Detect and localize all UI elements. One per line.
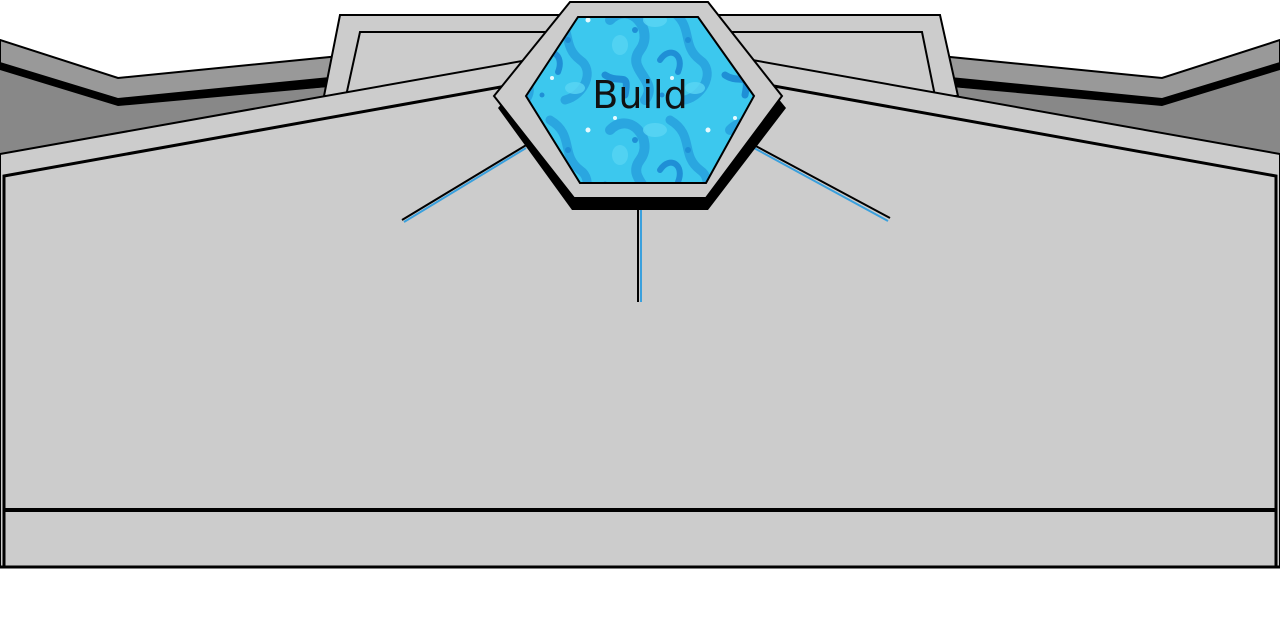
hub-connectors: [401, 143, 891, 302]
build-hub-button[interactable]: Build: [492, 0, 786, 210]
build-label: Build: [592, 73, 687, 117]
